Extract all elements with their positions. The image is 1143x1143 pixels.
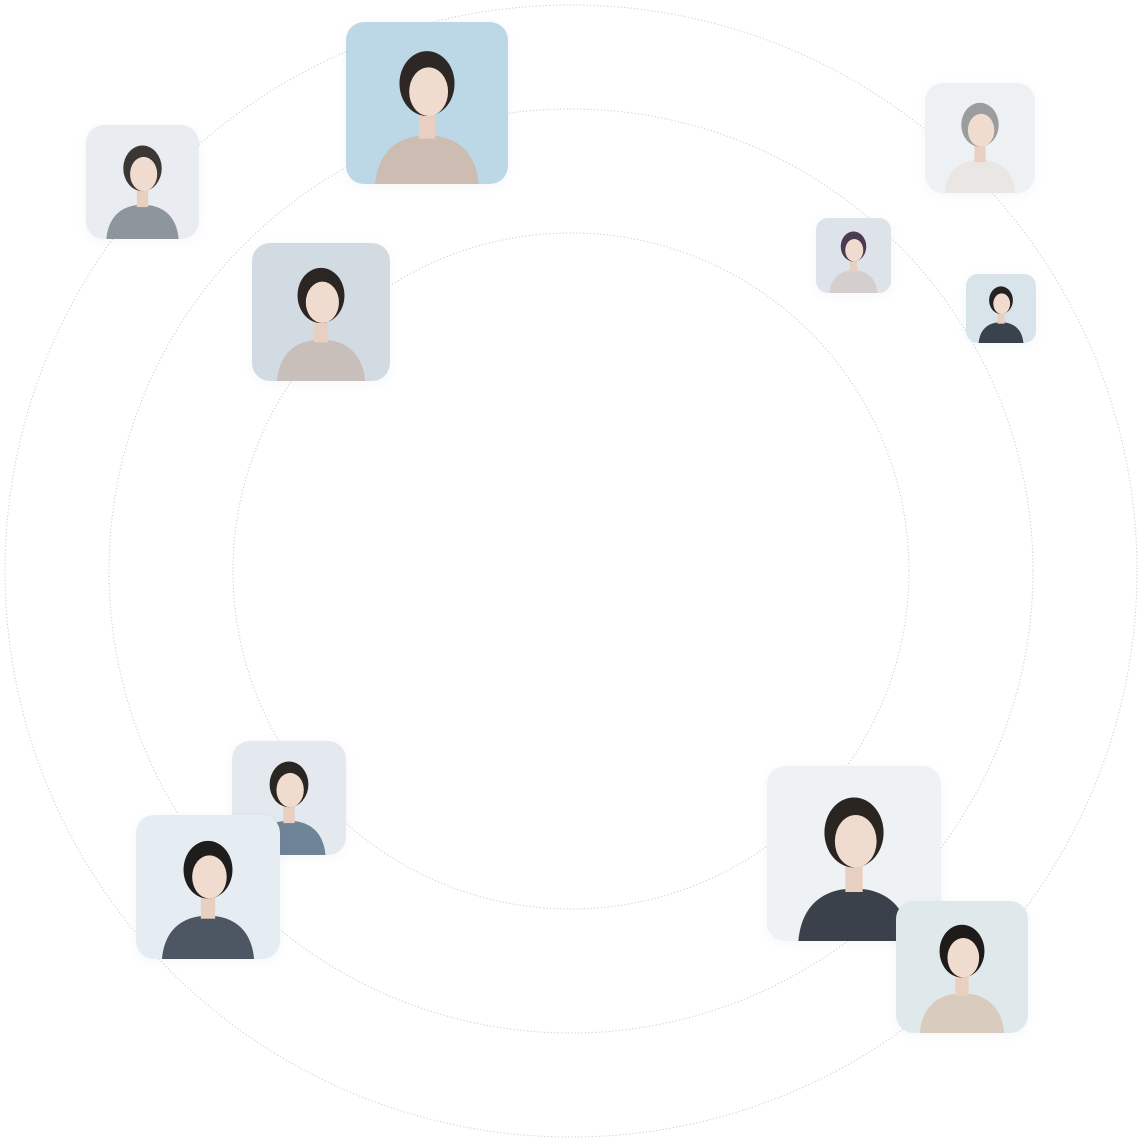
- portrait-clothing: [375, 135, 479, 184]
- person-portrait-icon: [816, 218, 891, 293]
- portrait-clothing: [161, 915, 255, 959]
- portrait-face: [993, 293, 1011, 315]
- person-portrait-icon: [252, 243, 390, 381]
- person-portrait-icon: [925, 83, 1035, 193]
- portrait-clothing: [276, 339, 366, 381]
- orbit-ring-inner: [232, 232, 910, 910]
- portrait-face: [409, 67, 449, 116]
- portrait-neck: [974, 144, 986, 163]
- portrait-tile-woman-long-wavy-hair[interactable]: [252, 243, 390, 381]
- portrait-neck: [314, 320, 328, 343]
- orbit-ring-outer: [4, 4, 1138, 1138]
- portrait-tile-man-grey-sweater[interactable]: [86, 125, 199, 239]
- portrait-neck: [955, 974, 969, 997]
- portrait-tile-woman-short-hair-beige-top[interactable]: [346, 22, 508, 184]
- portrait-face: [305, 281, 339, 324]
- person-portrait-icon: [86, 125, 199, 239]
- portrait-neck: [997, 312, 1005, 324]
- portrait-neck: [200, 895, 216, 919]
- portrait-face: [947, 937, 980, 978]
- portrait-face: [845, 239, 864, 262]
- portrait-neck: [845, 864, 863, 892]
- portrait-clothing: [919, 993, 1005, 1033]
- portrait-tile-woman-glasses-purple-hair[interactable]: [816, 218, 891, 293]
- portrait-face: [276, 772, 304, 808]
- portrait-tile-man-glasses-vest[interactable]: [136, 815, 280, 959]
- portrait-neck: [283, 804, 295, 824]
- person-portrait-icon: [136, 815, 280, 959]
- person-portrait-icon: [966, 274, 1036, 343]
- portrait-face: [967, 113, 995, 147]
- portrait-neck: [418, 112, 436, 139]
- person-portrait-icon: [767, 766, 941, 941]
- portrait-face: [192, 855, 227, 899]
- orbit-ring-middle: [108, 108, 1034, 1034]
- portrait-clothing: [798, 888, 910, 941]
- portrait-tile-woman-bob-dark-top[interactable]: [767, 766, 941, 941]
- portrait-clothing: [829, 270, 878, 293]
- portrait-face: [834, 815, 877, 868]
- portrait-clothing: [944, 160, 1016, 193]
- portrait-clothing: [106, 204, 179, 239]
- portrait-tile-man-dark-jacket-profile[interactable]: [966, 274, 1036, 343]
- portrait-clothing: [978, 322, 1024, 343]
- person-portrait-icon: [346, 22, 508, 184]
- portrait-neck: [136, 188, 149, 208]
- person-portrait-icon: [896, 901, 1028, 1033]
- portrait-neck: [849, 260, 858, 272]
- portrait-face: [130, 156, 158, 192]
- portrait-tile-woman-long-hair-profile[interactable]: [896, 901, 1028, 1033]
- portrait-tile-man-grey-beanie[interactable]: [925, 83, 1035, 193]
